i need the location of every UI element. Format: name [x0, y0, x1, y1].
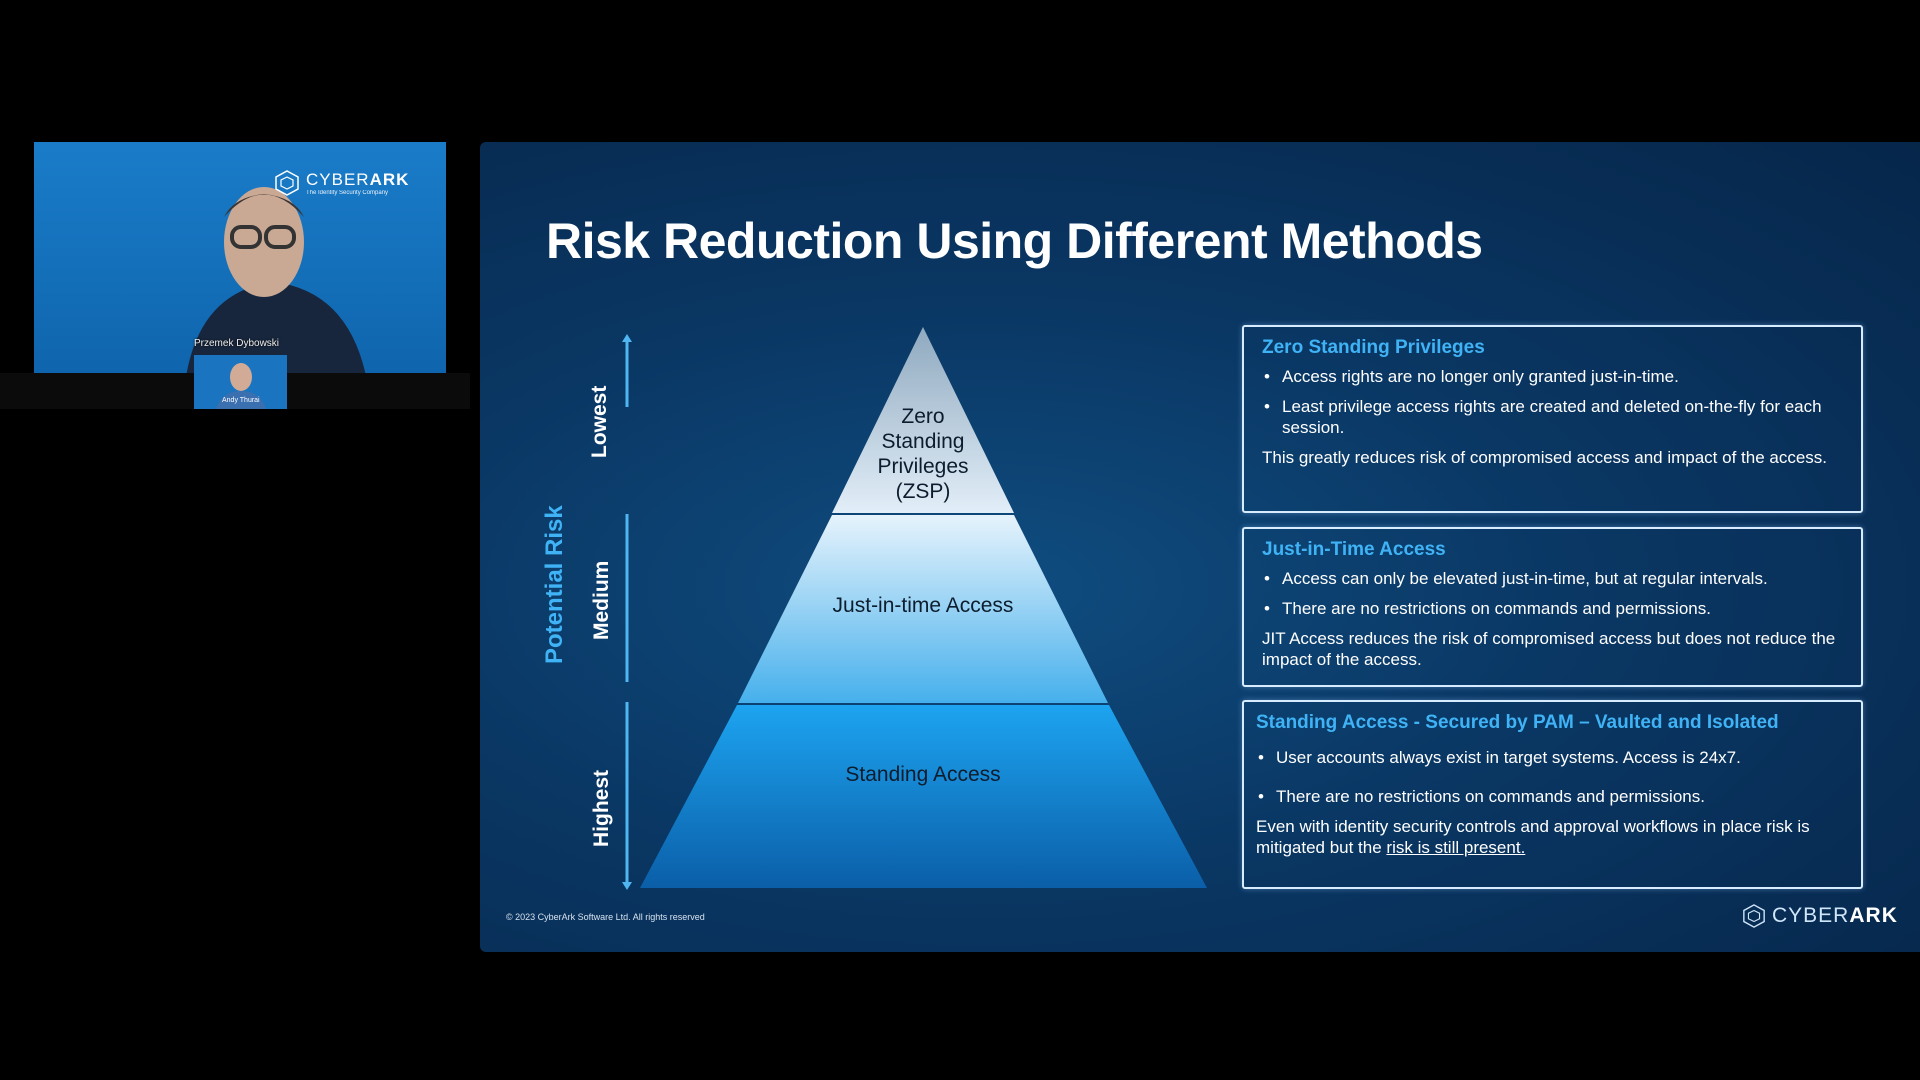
presentation-slide: Risk Reduction Using Different Methods Z…	[480, 142, 1920, 952]
jit-info-box: Just-in-Time Access Access can only be e…	[1242, 527, 1863, 687]
pyramid-top-tier	[832, 327, 1014, 513]
speaker-name: Przemek Dybowski	[194, 338, 280, 349]
pyramid-top-label: Zero Standing Privileges (ZSP)	[877, 404, 968, 504]
pyramid-top-line: (ZSP)	[895, 480, 951, 503]
participant-silhouette	[216, 363, 266, 409]
box-bullet: User accounts always exist in target sys…	[1256, 747, 1843, 768]
risk-pyramid	[622, 327, 1207, 890]
axis-level-medium: Medium	[590, 560, 613, 640]
standing-access-info-box: Standing Access - Secured by PAM – Vault…	[1242, 700, 1863, 889]
box-heading: Just-in-Time Access	[1262, 539, 1446, 560]
pyramid-top-line: Zero	[901, 405, 945, 428]
box-note-emphasis: risk is still present.	[1386, 838, 1526, 857]
box-note-text: Even with identity security controls and…	[1256, 817, 1810, 857]
cyberark-logo-icon	[275, 170, 299, 196]
participant-thumbnail[interactable]: Andy Thurai	[194, 355, 287, 409]
box-bullet: There are no restrictions on commands an…	[1256, 786, 1843, 807]
copyright: © 2023 CyberArk Software Ltd. All rights…	[506, 912, 705, 922]
footer-logo-bold: ARK	[1849, 904, 1898, 927]
footer-logo: CYBERARK	[1742, 904, 1898, 928]
box-heading: Zero Standing Privileges	[1262, 337, 1485, 358]
box-bullet: Access can only be elevated just-in-time…	[1262, 568, 1843, 589]
participant-name: Andy Thurai	[222, 397, 260, 404]
speaker-silhouette	[186, 187, 366, 373]
box-bullet: Access rights are no longer only granted…	[1262, 366, 1843, 387]
pyramid-top-line: Standing	[881, 430, 965, 453]
pyramid-bottom-tier	[640, 705, 1207, 888]
axis-level-lowest: Lowest	[588, 385, 611, 458]
pyramid-middle-tier	[738, 515, 1108, 703]
box-bullet: There are no restrictions on commands an…	[1262, 598, 1843, 619]
pyramid-bottom-label: Standing Access	[845, 763, 1001, 786]
cyberark-logo: CYBERARK The Identity Security Company	[274, 170, 409, 196]
logo-text: CYBER	[306, 170, 370, 189]
box-bullet: Least privilege access rights are create…	[1262, 396, 1843, 438]
slide-title: Risk Reduction Using Different Methods	[546, 213, 1483, 269]
footer-logo-text: CYBER	[1772, 904, 1850, 927]
box-note: Even with identity security controls and…	[1256, 816, 1843, 858]
axis-title: Potential Risk	[541, 505, 568, 664]
speaker-video: CYBERARK The Identity Security Company P…	[34, 142, 446, 373]
pyramid-middle-label: Just-in-time Access	[832, 594, 1014, 617]
box-note: This greatly reduces risk of compromised…	[1262, 448, 1828, 467]
axis-level-highest: Highest	[590, 769, 613, 847]
logo-text-bold: ARK	[369, 170, 410, 189]
cyberark-logo-icon	[1743, 904, 1765, 928]
pyramid-top-line: Privileges	[877, 455, 969, 478]
box-note: JIT Access reduces the risk of compromis…	[1262, 629, 1836, 669]
box-heading: Standing Access - Secured by PAM – Vault…	[1256, 712, 1779, 733]
zsp-info-box: Zero Standing Privileges Access rights a…	[1242, 325, 1863, 513]
logo-tagline: The Identity Security Company	[306, 190, 389, 196]
